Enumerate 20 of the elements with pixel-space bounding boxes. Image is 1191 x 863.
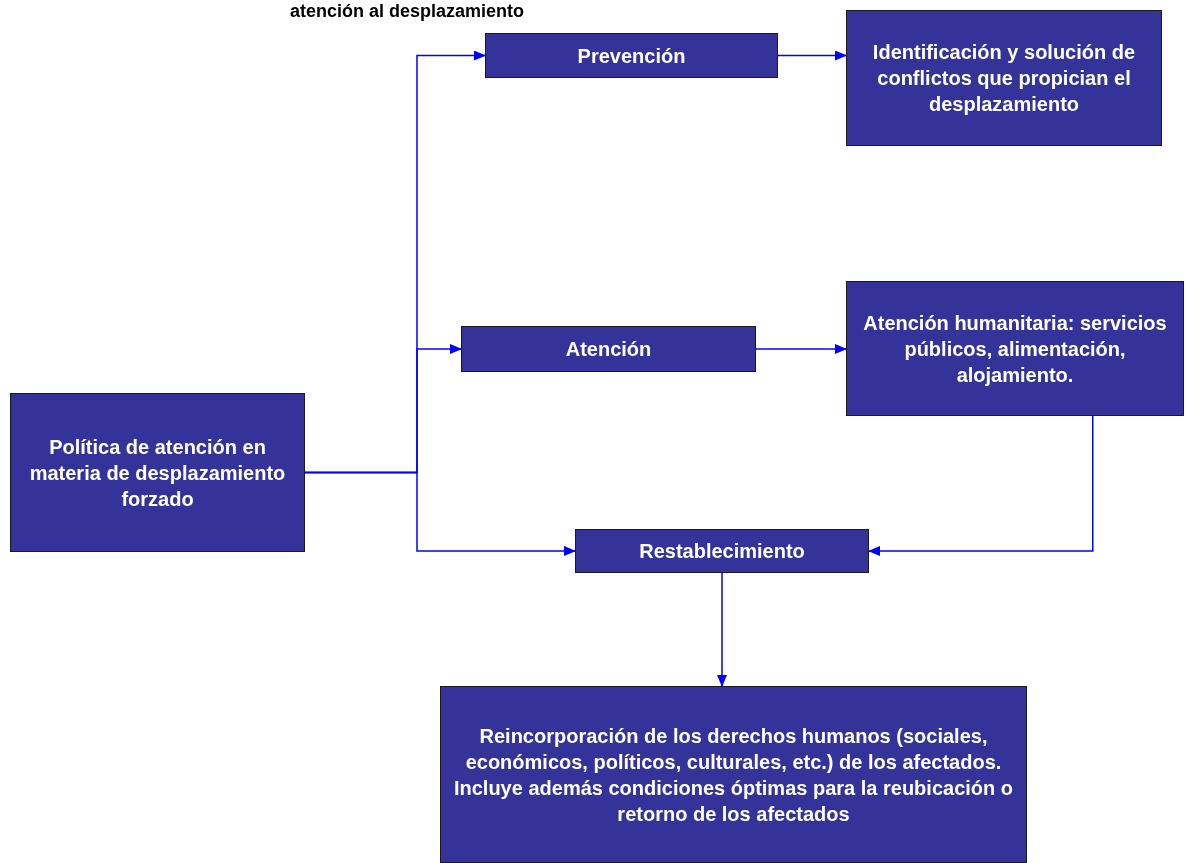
process-box (846, 10, 1162, 146)
arrow (777, 50, 847, 61)
box-text: Restablecimiento (639, 539, 805, 564)
diagram-title: atención al desplazamiento (290, 0, 525, 23)
box-text: Identificación y solución de conflictos que propician el desplazamiento (871, 40, 1137, 117)
process-box (485, 33, 778, 78)
box-text: Reincorporación de los derechos humanos (sociales, económicos, políticos, culturales, etc.) de los afectados. Incluye además condiciones óptimas para la reubicación o retorno de los afectados (452, 723, 1015, 827)
process-box (10, 393, 305, 552)
box-text: Atención humanitaria: servicios públicos, alimentación, alojamiento. (862, 310, 1168, 388)
arrow (304, 471, 576, 556)
process-box (461, 326, 756, 372)
box-text: Atención (565, 337, 652, 362)
arrow (755, 344, 847, 354)
process-box (440, 686, 1027, 863)
arrow (717, 572, 727, 687)
process-box (575, 529, 869, 573)
box-text: Política de atención en materia de desplazamiento forzado (28, 434, 287, 512)
box-text: Prevención (577, 43, 686, 69)
process-box (846, 281, 1184, 416)
arrow (868, 415, 1094, 556)
